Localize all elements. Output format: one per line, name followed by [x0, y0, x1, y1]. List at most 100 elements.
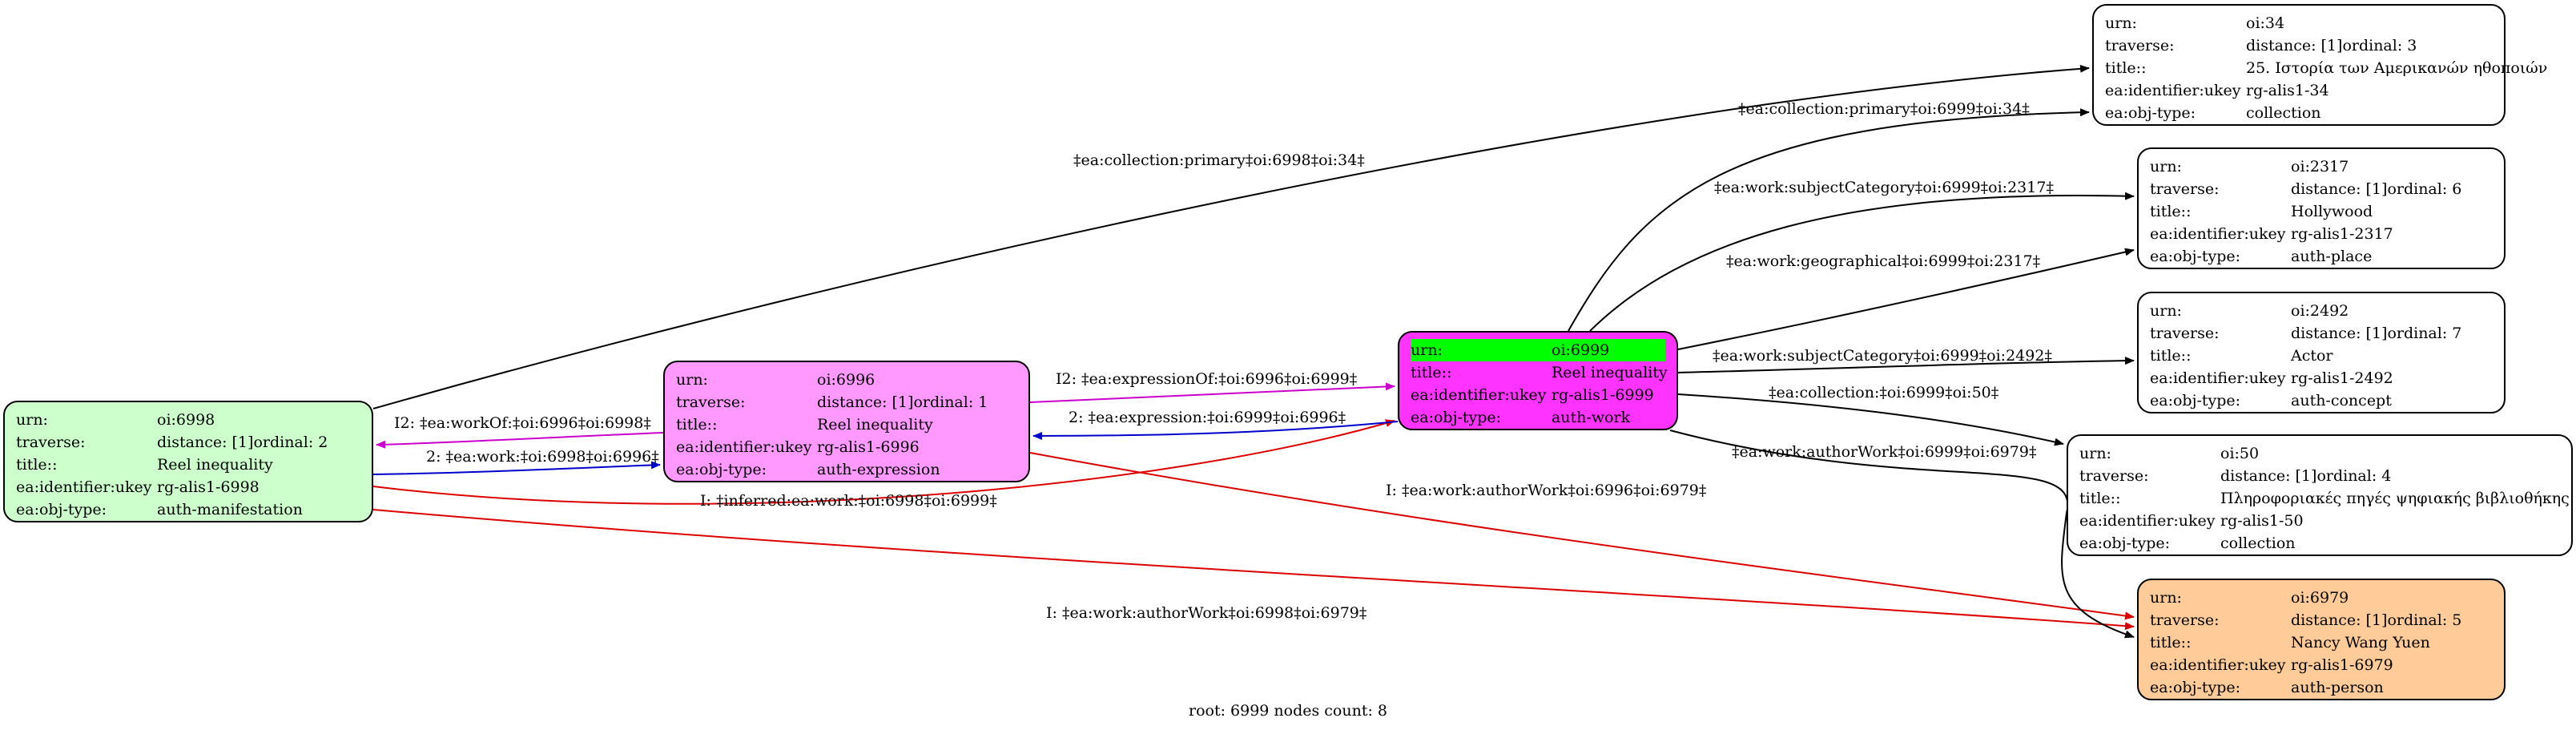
field-value: oi:6979 — [2291, 589, 2349, 607]
field-key: ea:obj-type: — [2105, 104, 2196, 122]
field-value: auth-concept — [2291, 392, 2392, 409]
edge-6998-to-34-label: ‡ea:collection:primary‡oi:6998‡oi:34‡ — [1073, 151, 1365, 169]
field-key: ea:identifier:ukey — [2105, 82, 2241, 99]
edge-6998-to-6999 — [372, 419, 1395, 505]
field-value: auth-place — [2291, 248, 2373, 265]
node-field-row: traverse:distance: [1]ordinal: 1 — [676, 391, 1017, 413]
edge-6999-to-6996-label: 2: ‡ea:expression:‡oi:6999‡oi:6996‡ — [1069, 409, 1346, 426]
field-key: traverse: — [2079, 467, 2149, 485]
node-field-row: urn: oi:34 — [2105, 12, 2493, 34]
field-ordinal: ordinal: 7 — [2387, 325, 2462, 342]
field-value: auth-expression — [817, 461, 940, 478]
edge-6999-to-50-label: ‡ea:collection:‡oi:6999‡oi:50‡ — [1769, 384, 1998, 401]
field-key: title:: — [2105, 59, 2147, 77]
edge-6999-to-50 — [1677, 393, 2064, 446]
node-field-row: title::Πληροφοριακές πηγές ψηφιακής βιβλ… — [2079, 487, 2570, 510]
edge-6998-to-6999-label: I: ‡inferred:ea:work:‡oi:6998‡oi:6999‡ — [700, 492, 997, 510]
field-key: ea:identifier:ukey — [1411, 386, 1547, 404]
edge-6999-to-34 — [1568, 108, 2090, 332]
field-key: ea:obj-type: — [2150, 392, 2241, 409]
field-key: ea:identifier:ukey — [2150, 369, 2286, 387]
node-field-row: urn:oi:6979 — [2150, 587, 2493, 609]
field-key: traverse: — [2150, 611, 2220, 629]
edge-6999-to-6979-label: ‡ea:work:authorWork‡oi:6999‡oi:6979‡ — [1732, 443, 2036, 461]
node-field-row: ea:obj-type: auth-manifestation — [16, 498, 360, 521]
field-key: title:: — [2079, 490, 2121, 507]
field-value: oi:50 — [2220, 445, 2260, 462]
node-field-row: title::Hollywood — [2150, 200, 2493, 223]
node-field-row: ea:identifier:ukey rg-alis1-6996 — [676, 436, 1017, 458]
edge-6999-to-2317-geo-label: ‡ea:work:geographical‡oi:6999‡oi:2317‡ — [1726, 252, 2040, 270]
edge-6999-to-6979 — [1669, 430, 2135, 639]
field-value: auth-manifestation — [157, 501, 303, 518]
field-key: ea:obj-type: — [16, 501, 107, 518]
field-key: urn: — [2150, 158, 2182, 175]
node-field-row: ea:obj-type: auth-concept — [2150, 389, 2493, 412]
field-value: Actor — [2291, 347, 2333, 365]
field-value: distance: [1] — [2291, 325, 2388, 342]
field-value: oi:34 — [2246, 14, 2285, 32]
field-value: Πληροφοριακές πηγές ψηφιακής βιβλιοθήκης — [2220, 490, 2570, 507]
field-ordinal: ordinal: 1 — [913, 393, 988, 411]
field-value: collection — [2246, 104, 2321, 122]
field-value: rg-alis1-2492 — [2291, 369, 2393, 387]
field-key: ea:identifier:ukey — [16, 478, 152, 496]
field-value: distance: [1] — [2291, 180, 2388, 198]
field-key: title:: — [2150, 203, 2192, 220]
field-key: urn: — [1411, 341, 1443, 359]
field-ordinal: ordinal: 3 — [2342, 37, 2417, 54]
edge-6999-to-34-label: ‡ea:collection:primary‡oi:6999‡oi:34‡ — [1738, 100, 2030, 118]
node-field-row: traverse:distance: [1]ordinal: 6 — [2150, 178, 2493, 200]
field-key: traverse: — [2150, 180, 2220, 198]
field-key: ea:obj-type: — [676, 461, 767, 478]
field-value: Nancy Wang Yuen — [2291, 634, 2430, 651]
node-field-row: urn:oi:6999 — [1411, 339, 1665, 361]
field-value: Reel inequality — [1552, 364, 1668, 381]
field-key: title:: — [2150, 347, 2192, 365]
field-value: collection — [2220, 534, 2296, 552]
field-key: ea:obj-type: — [1411, 409, 1502, 426]
field-value: distance: [1] — [157, 434, 254, 451]
field-value: oi:2317 — [2291, 158, 2349, 175]
edge-6999-to-2492 — [1677, 357, 2135, 373]
field-key: traverse: — [676, 393, 746, 411]
edge-6999-to-2317-geo — [1677, 248, 2135, 350]
edge-6996-to-6999 — [1029, 382, 1395, 403]
edge-6996-to-6999-label: I2: ‡ea:expressionOf:‡oi:6996‡oi:6999‡ — [1056, 370, 1357, 388]
node-field-row: ea:obj-type:auth-person — [2150, 676, 2493, 699]
field-value: 25. Ιστορία των Αμερικανών ηθοποιών — [2246, 59, 2548, 77]
field-value: oi:2492 — [2291, 302, 2349, 320]
field-key: traverse: — [2150, 325, 2220, 342]
edge-6998-to-6996 — [372, 461, 661, 475]
edge-6999-to-2317-subject-label: ‡ea:work:subjectCategory‡oi:6999‡oi:2317… — [1714, 179, 2054, 196]
field-key: ea:identifier:ukey — [676, 438, 812, 456]
field-key: urn: — [2105, 14, 2137, 32]
field-value: rg-alis1-6979 — [2291, 656, 2393, 674]
field-value: rg-alis1-50 — [2220, 512, 2304, 530]
field-key: traverse: — [16, 434, 86, 451]
field-value: rg-alis1-6996 — [817, 438, 920, 456]
field-key: urn: — [2150, 302, 2182, 320]
field-ordinal: ordinal: 4 — [2316, 467, 2392, 485]
node-field-row: ea:identifier:ukey rg-alis1-2492 — [2150, 367, 2493, 389]
graph-footer: root: 6999 nodes count: 8 — [1188, 702, 1388, 720]
field-value: auth-person — [2291, 679, 2384, 696]
node-2492[interactable]: urn: oi:2492 traverse: distance: [1]ordinal… — [2137, 292, 2506, 413]
edge-6999-to-2317-subject — [1589, 192, 2135, 332]
field-key: ea:obj-type: — [2079, 534, 2171, 552]
field-value: Reel inequality — [157, 456, 273, 474]
field-value: rg-alis1-34 — [2246, 82, 2329, 99]
node-field-row: title::Reel inequality — [16, 454, 360, 476]
